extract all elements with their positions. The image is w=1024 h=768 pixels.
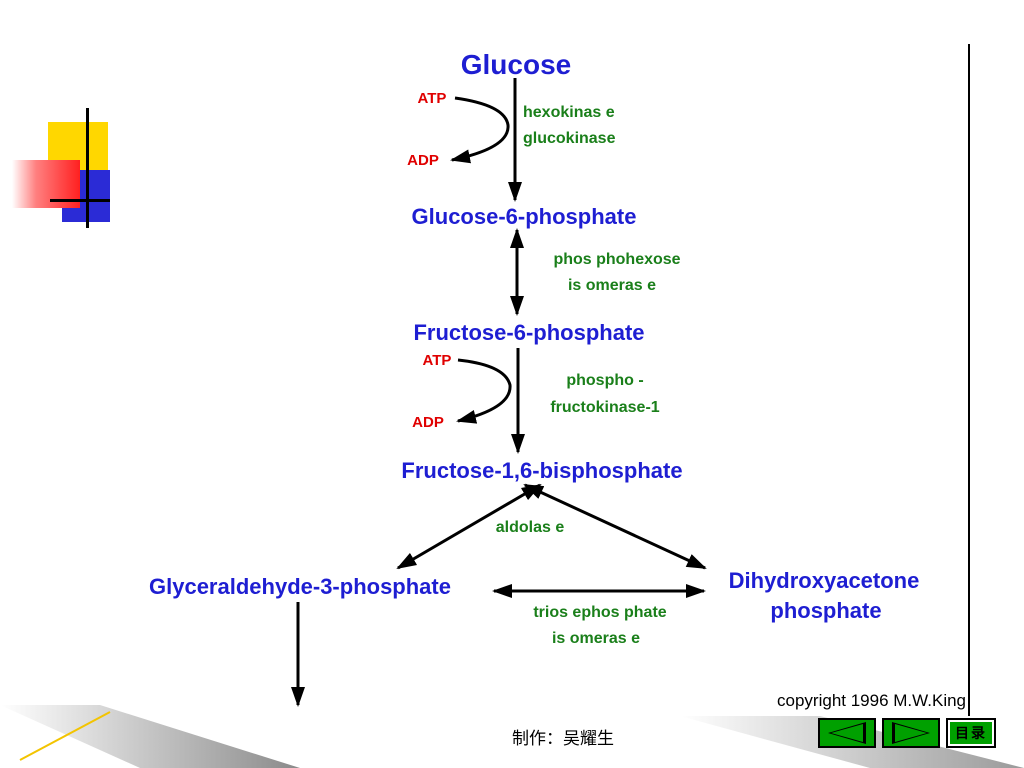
enzyme-glucokinase: glucokinase bbox=[523, 130, 616, 147]
cofactor-adp-1: ADP bbox=[407, 152, 439, 169]
enzyme-pfk-line2: fructokinase-1 bbox=[550, 399, 659, 416]
left-triangle-icon bbox=[828, 722, 866, 744]
molecule-f16bp: Fructose-1,6-bisphosphate bbox=[401, 458, 682, 483]
molecule-dhap-line1: Dihydroxyacetone bbox=[729, 568, 920, 593]
molecule-dhap-line2: phosphate bbox=[770, 598, 881, 623]
enzyme-phi-line1: phos phohexose bbox=[553, 251, 680, 268]
enzyme-hexokinase: hexokinas e bbox=[523, 104, 615, 121]
cofactor-adp-2: ADP bbox=[412, 414, 444, 431]
copyright-label: copyright 1996 M.W.King bbox=[777, 691, 966, 710]
previous-slide-button[interactable] bbox=[818, 718, 876, 748]
cofactor-atp-2: ATP bbox=[423, 352, 452, 369]
molecule-g3p: Glyceraldehyde-3-phosphate bbox=[149, 574, 451, 599]
arrow-atp-adp-1 bbox=[450, 96, 510, 164]
molecule-glucose: Glucose bbox=[461, 49, 571, 80]
molecule-g6p: Glucose-6-phosphate bbox=[412, 204, 637, 229]
next-slide-button[interactable] bbox=[882, 718, 940, 748]
enzyme-pfk-line1: phospho - bbox=[566, 372, 643, 389]
decor-swoosh-left-accent bbox=[19, 711, 111, 761]
cofactor-atp-1: ATP bbox=[418, 90, 447, 107]
enzyme-aldolase: aldolas e bbox=[496, 519, 565, 536]
molecule-f6p: Fructose-6-phosphate bbox=[413, 320, 644, 345]
decor-swoosh-left bbox=[0, 705, 300, 768]
arrow-f16bp-g3p bbox=[396, 483, 542, 570]
right-triangle-icon bbox=[892, 722, 930, 744]
enzyme-phi-line2: is omeras e bbox=[568, 277, 656, 294]
author-label: 制作：吴耀生 bbox=[512, 729, 614, 749]
decor-horizontal-line bbox=[50, 199, 110, 202]
enzyme-tpi-line2: is omeras e bbox=[552, 630, 640, 647]
toc-label: 目录 bbox=[950, 722, 992, 744]
arrow-f16bp-dhap bbox=[523, 483, 707, 570]
frame-right-line bbox=[968, 44, 970, 716]
enzyme-tpi-line1: trios ephos phate bbox=[533, 604, 666, 621]
decor-vertical-line bbox=[86, 108, 89, 228]
arrow-atp-adp-2 bbox=[456, 358, 512, 424]
table-of-contents-button[interactable]: 目录 bbox=[946, 718, 996, 748]
